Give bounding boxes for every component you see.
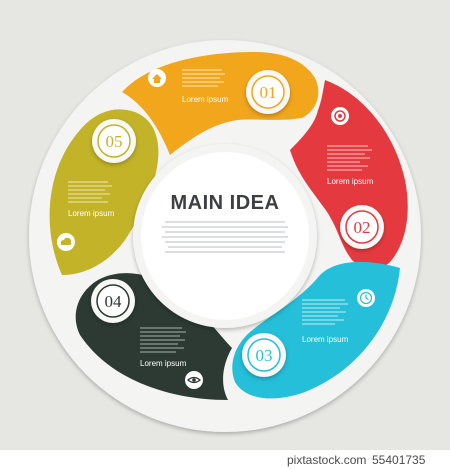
- brand-name: pixtastock.com: [287, 453, 367, 467]
- cloud-icon: [57, 233, 75, 251]
- number-badge-01: 01: [246, 70, 290, 114]
- segment-05-body-text: [68, 181, 112, 203]
- number-02: 02: [354, 218, 371, 237]
- center-body-text: [162, 221, 288, 253]
- image-code: 55401735: [372, 453, 426, 467]
- center-title: MAIN IDEA: [171, 192, 280, 214]
- number-badge-02: 02: [340, 205, 384, 249]
- number-03: 03: [256, 346, 273, 365]
- segment-01-label: Lorem ipsum: [182, 95, 229, 104]
- segment-04: 04 Lorem ipsum: [75, 273, 232, 400]
- segment-04-label: Lorem ipsum: [140, 359, 187, 368]
- segment-02: Lorem ipsum 02: [290, 80, 408, 270]
- segment-01: Lorem ipsum 01: [122, 52, 319, 155]
- center-hub: MAIN IDEA: [133, 144, 317, 328]
- number-badge-05: 05: [92, 119, 136, 163]
- number-badge-03: 03: [242, 333, 286, 377]
- swirl-icon: [331, 107, 349, 125]
- segment-02-label: Lorem ipsum: [327, 177, 374, 186]
- segment-03: Lorem ipsum 03: [232, 261, 400, 399]
- number-badge-04: 04: [91, 279, 135, 323]
- clock-icon: [357, 289, 375, 307]
- footer-bar: pixtastock.com 55401735: [0, 450, 450, 469]
- home-icon: [148, 69, 166, 87]
- number-04: 04: [105, 292, 123, 311]
- segment-05: 05 Lorem ipsum: [49, 109, 159, 275]
- segment-01-body-text: [182, 69, 225, 87]
- segment-03-label: Lorem ipsum: [302, 335, 349, 344]
- eye-icon: [185, 371, 203, 389]
- segment-04-body-text: [140, 327, 186, 353]
- number-05: 05: [106, 132, 123, 151]
- number-01: 01: [260, 83, 277, 102]
- segment-02-body-text: [327, 145, 372, 171]
- segment-03-body-text: [302, 299, 348, 325]
- segment-05-label: Lorem ipsum: [68, 209, 115, 218]
